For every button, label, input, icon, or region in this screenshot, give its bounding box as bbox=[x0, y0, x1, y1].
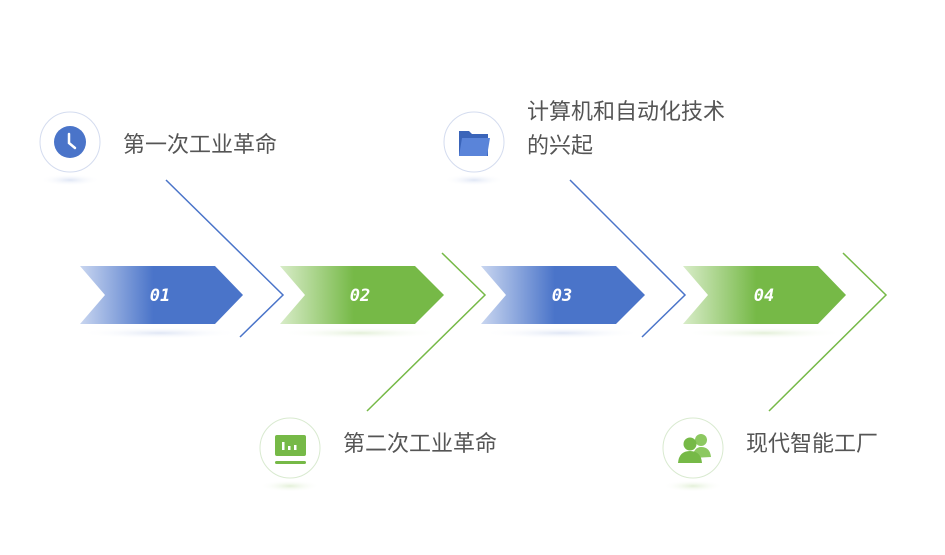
step-arrow-03 bbox=[481, 266, 645, 324]
step-label-03-line2: 的兴起 bbox=[527, 134, 594, 159]
step-label-01: 第一次工业革命 bbox=[123, 133, 278, 158]
connector-03 bbox=[569, 179, 687, 338]
step-arrow-04 bbox=[683, 266, 846, 324]
step-number-01: 01 bbox=[150, 286, 170, 306]
step-label-04: 现代智能工厂 bbox=[746, 432, 879, 457]
chart-board-icon bbox=[275, 435, 306, 464]
step-label-02: 第二次工业革命 bbox=[343, 432, 498, 457]
clock-icon bbox=[54, 126, 86, 158]
step-number-03: 03 bbox=[552, 286, 572, 306]
connector-04 bbox=[768, 252, 888, 412]
step-arrow-01 bbox=[80, 266, 243, 324]
folder-icon bbox=[459, 131, 490, 156]
connector-01 bbox=[165, 179, 285, 338]
step-number-02: 02 bbox=[350, 286, 370, 306]
step-number-04: 04 bbox=[754, 286, 774, 306]
step-arrow-02 bbox=[280, 266, 444, 324]
users-icon bbox=[678, 434, 711, 463]
step-label-03-line1: 计算机和自动化技术 bbox=[527, 100, 726, 125]
connector-02 bbox=[366, 252, 487, 412]
